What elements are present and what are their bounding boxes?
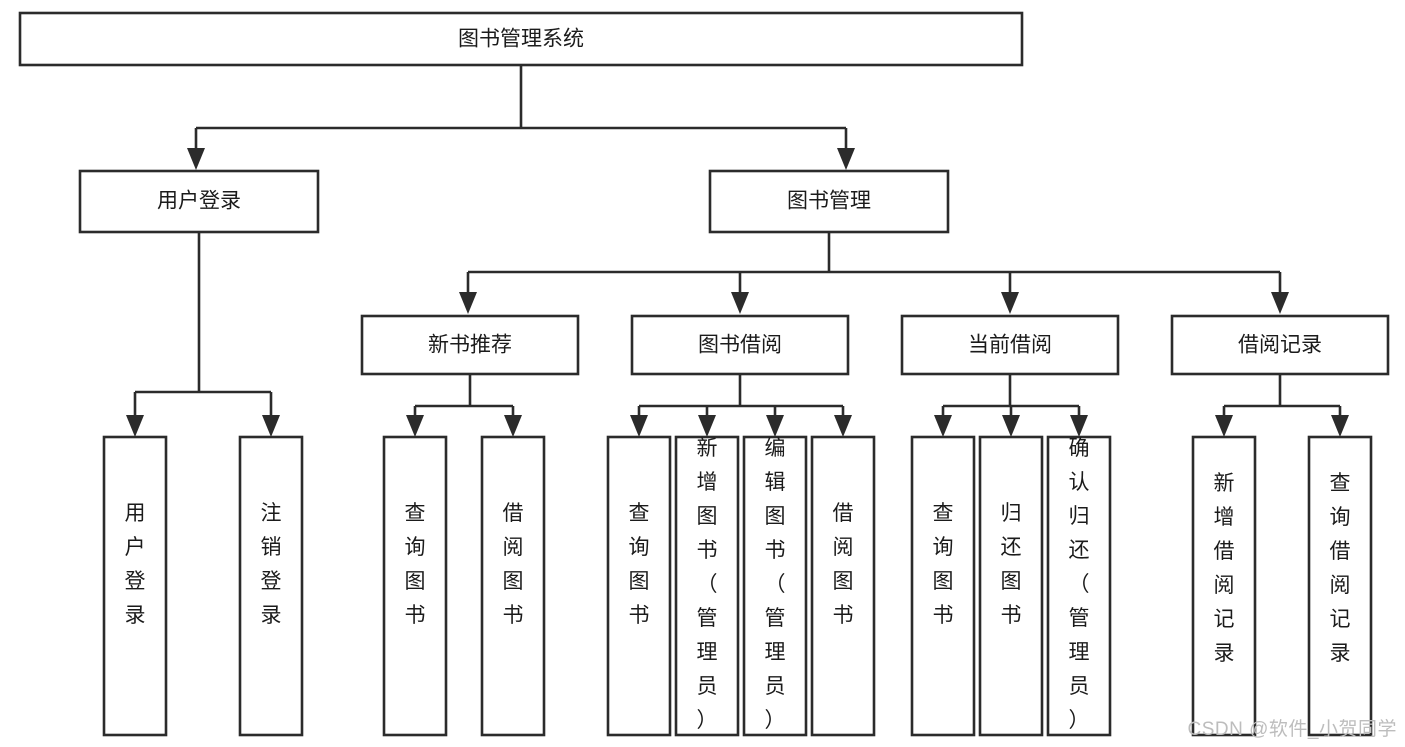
node-user-login[interactable]: 用户登录 <box>78 169 320 234</box>
leaf-new-book-0-label: 查询图书 <box>405 502 426 627</box>
connector-currentborrow-to-leaves <box>934 374 1088 437</box>
leaf-borrow-record-0[interactable]: 新增借阅记录 <box>1191 435 1257 737</box>
leaf-current-borrow-0[interactable]: 查询图书 <box>910 435 976 737</box>
leaf-user-login-1[interactable]: 注销登录 <box>238 435 304 737</box>
leaf-book-borrow-2[interactable]: 编辑图书（管理员） <box>742 435 808 737</box>
connector-bookborrow-to-leaves <box>630 374 852 437</box>
node-book-management-label: 图书管理 <box>787 190 871 213</box>
node-new-book-recommend-label: 新书推荐 <box>428 334 512 357</box>
node-current-borrow-label: 当前借阅 <box>968 334 1052 357</box>
node-book-borrow[interactable]: 图书借阅 <box>630 314 850 376</box>
leaf-book-borrow-0[interactable]: 查询图书 <box>606 435 672 737</box>
leaf-book-borrow-3-label: 借阅图书 <box>833 502 854 627</box>
leaf-new-book-0[interactable]: 查询图书 <box>382 435 448 737</box>
node-root-label: 图书管理系统 <box>458 28 584 51</box>
connector-newbook-to-leaves <box>406 374 522 437</box>
node-new-book-recommend[interactable]: 新书推荐 <box>360 314 580 376</box>
leaf-book-borrow-3[interactable]: 借阅图书 <box>810 435 876 737</box>
node-user-login-label: 用户登录 <box>157 190 241 213</box>
leaf-user-login-1-label: 注销登录 <box>261 502 282 627</box>
leaf-new-book-1-label: 借阅图书 <box>503 502 524 627</box>
node-book-borrow-label: 图书借阅 <box>698 334 782 357</box>
leaf-book-borrow-1-label: 新增图书（管理员） <box>697 437 718 732</box>
node-book-management[interactable]: 图书管理 <box>708 169 950 234</box>
leaf-user-login-0-label: 用户登录 <box>125 502 146 627</box>
connector-root-to-level2 <box>187 65 855 170</box>
leaf-borrow-record-0-label: 新增借阅记录 <box>1214 472 1235 665</box>
connector-level2-bookmgmt-to-level3 <box>459 232 1289 314</box>
leaf-book-borrow-1[interactable]: 新增图书（管理员） <box>674 435 740 737</box>
leaf-current-borrow-0-label: 查询图书 <box>933 502 954 627</box>
connector-level2-booklogin-to-leaves <box>126 232 280 437</box>
leaf-current-borrow-2[interactable]: 确认归还（管理员） <box>1046 435 1112 737</box>
connector-borrowrecord-to-leaves <box>1215 374 1349 437</box>
node-borrow-record[interactable]: 借阅记录 <box>1170 314 1390 376</box>
leaf-current-borrow-1[interactable]: 归还图书 <box>978 435 1044 737</box>
leaf-new-book-1[interactable]: 借阅图书 <box>480 435 546 737</box>
leaf-user-login-0[interactable]: 用户登录 <box>102 435 168 737</box>
leaf-book-borrow-0-label: 查询图书 <box>629 502 650 627</box>
node-root-system[interactable]: 图书管理系统 <box>18 11 1024 67</box>
leaf-current-borrow-1-label: 归还图书 <box>1001 502 1022 627</box>
csdn-watermark: CSDN @软件_小贺同学 <box>1187 719 1397 740</box>
leaf-current-borrow-2-label: 确认归还（管理员） <box>1069 437 1090 732</box>
leaf-borrow-record-1[interactable]: 查询借阅记录 <box>1307 435 1373 737</box>
node-borrow-record-label: 借阅记录 <box>1238 334 1322 357</box>
node-current-borrow[interactable]: 当前借阅 <box>900 314 1120 376</box>
leaf-book-borrow-2-label: 编辑图书（管理员） <box>765 437 786 732</box>
leaf-borrow-record-1-label: 查询借阅记录 <box>1330 472 1351 665</box>
